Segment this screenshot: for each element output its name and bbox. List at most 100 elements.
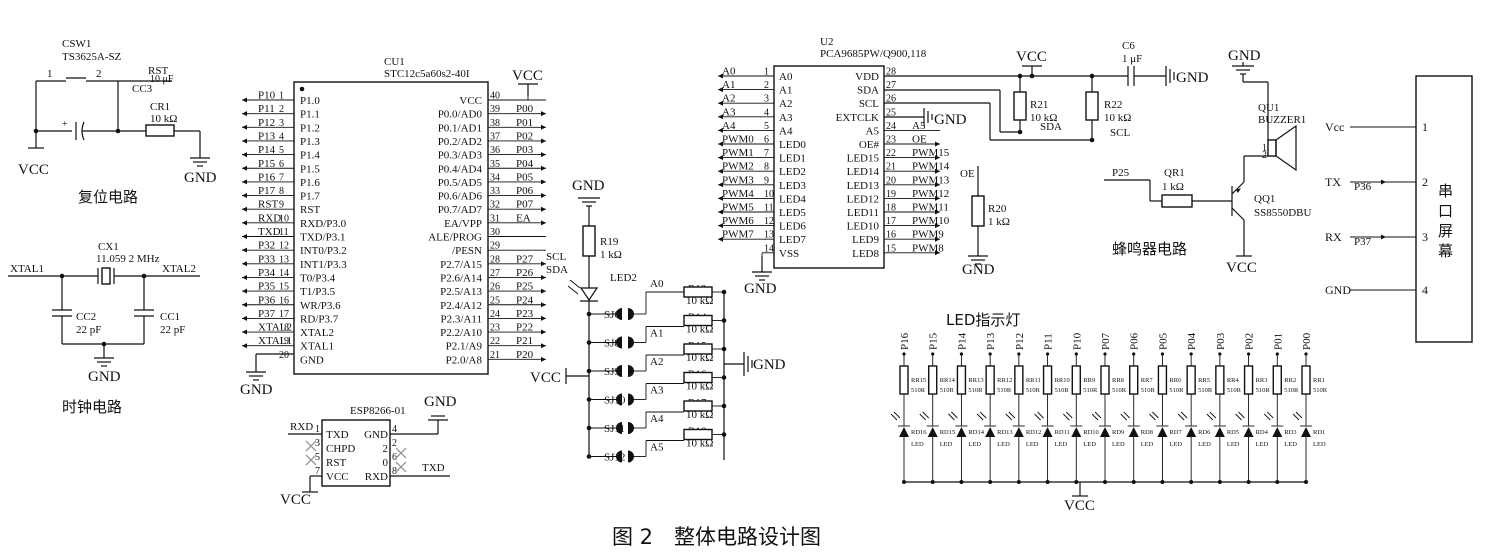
pca-vcc: VCC	[1016, 49, 1047, 65]
addr-a0: A0	[650, 278, 664, 290]
mcu-right-net: P20	[516, 349, 534, 361]
led-word: LED	[1026, 441, 1039, 448]
led-res-val: 510R	[1227, 387, 1242, 394]
pca-left-num: 8	[764, 162, 769, 173]
esp-left-name: VCC	[326, 471, 349, 483]
reset-circuit: CSW1 TS3625A-SZ 1 2 RST 10 μF CC3 + CR1 …	[18, 38, 217, 206]
led-res-body	[899, 365, 909, 395]
junction	[586, 454, 592, 459]
led-word: LED	[1141, 441, 1154, 448]
led-res-ref: RR9	[1083, 377, 1095, 384]
pca-left-net: A0	[722, 66, 736, 78]
led-ref: RD7	[1169, 429, 1182, 436]
cap2-value: 22 pF	[76, 324, 101, 336]
led-net: P05	[1157, 332, 1169, 350]
esp-left-num: 5	[315, 452, 320, 463]
jumper-label: SJ12	[604, 452, 625, 464]
led-ray	[919, 413, 927, 421]
led-res-ref: RR3	[1256, 377, 1268, 384]
led-res-val: 510R	[1083, 387, 1098, 394]
led-res-val: 510R	[1026, 387, 1041, 394]
pca-left-num: 1	[764, 67, 769, 78]
led-terminal	[1132, 352, 1136, 356]
pca-right-net: OE	[912, 134, 927, 146]
pca-right-num: 18	[886, 203, 896, 214]
led-res-body	[1272, 365, 1282, 395]
led-ref: RD4	[1256, 429, 1269, 436]
pin-arrow	[541, 220, 546, 226]
pca-left-net: A2	[722, 93, 735, 105]
led-res-ref: RR10	[1055, 377, 1070, 384]
led-word: LED	[1083, 441, 1096, 448]
buzzer-gnd: GND	[1228, 48, 1261, 64]
led-terminal	[1045, 352, 1050, 356]
led-ray	[1123, 411, 1131, 419]
pca-right-name: LED12	[847, 193, 879, 205]
mcu-left-net: P32	[258, 240, 275, 252]
mcu-right-net: P02	[516, 130, 533, 142]
buzzer-circuit: GND QU1 BUZZER1 1 2 P25 QR1 1 kΩ QQ1 SS8…	[1104, 48, 1312, 276]
led-net: P16	[899, 332, 911, 350]
led-ref: RD1	[1313, 429, 1325, 436]
mcu-right-name: P2.4/A12	[440, 300, 482, 312]
pin-arrow	[242, 329, 247, 335]
led-res-val: 510R	[997, 387, 1012, 394]
led-word: LED	[1313, 441, 1326, 448]
serial-row-net: P36	[1354, 181, 1372, 193]
serial-row-num: 1	[1422, 120, 1428, 134]
pin-arrow	[541, 193, 546, 199]
r22-ref: R22	[1104, 99, 1122, 111]
mcu-left-name: INT0/P3.2	[300, 245, 347, 257]
addr-res-value: 10 kΩ	[686, 381, 713, 393]
led-diode	[1042, 427, 1053, 437]
mcu-scl: SCL	[546, 251, 566, 263]
led-res-body	[1071, 365, 1081, 395]
led-ref: RD10	[1083, 429, 1099, 436]
pin-arrow	[242, 247, 247, 253]
led-res-ref: RR7	[1141, 377, 1154, 384]
pin-arrow	[242, 138, 247, 144]
esp-right-name: RXD	[365, 471, 388, 483]
pin-arrow	[541, 138, 546, 144]
addr-net: A2	[650, 356, 663, 368]
reset-cap-ref: CC3	[132, 83, 153, 95]
mcu-right-name: P0.5/AD5	[438, 177, 483, 189]
led-net: P15	[928, 332, 940, 350]
mcu-left-name: P1.2	[300, 122, 320, 134]
clock-gnd: GND	[88, 369, 121, 385]
led-indicator-array: LED指示灯 P16RR15510RRD16LEDP15RR14510RRD15…	[890, 311, 1328, 514]
led-terminal	[1103, 352, 1107, 356]
qr1-value: 1 kΩ	[1162, 181, 1184, 193]
pca-right-name: A5	[866, 125, 880, 137]
led-net: P13	[985, 332, 997, 350]
led-word: LED	[1256, 441, 1269, 448]
mcu-right-name: P0.6/AD6	[438, 191, 483, 203]
pin-arrow	[242, 302, 247, 308]
led-ref: RD11	[1055, 429, 1070, 436]
mcu-body	[293, 81, 489, 375]
led-terminal	[931, 352, 935, 356]
mcu-gnd: GND	[240, 382, 273, 398]
mcu-right-num: 30	[490, 227, 500, 238]
led-ref: RD13	[997, 429, 1013, 436]
addr-res-value: 10 kΩ	[686, 438, 713, 450]
pca-left-net: PWM5	[722, 202, 754, 214]
pca-right-num: 24	[886, 121, 896, 132]
esp-right-name: 0	[383, 457, 389, 469]
mcu-left-net: P37	[258, 308, 276, 320]
pca-left-net: A3	[722, 106, 736, 118]
led-ray	[948, 413, 955, 421]
led-res-body	[1186, 365, 1196, 395]
junction	[586, 311, 592, 317]
led-word: LED	[1169, 441, 1182, 448]
esp-right-num: 4	[392, 424, 397, 435]
mcu-left-net: P10	[258, 90, 276, 102]
pin-arrow	[935, 250, 940, 256]
pca-right-num: 20	[886, 175, 896, 186]
mcu-left-num: 2	[279, 104, 284, 115]
